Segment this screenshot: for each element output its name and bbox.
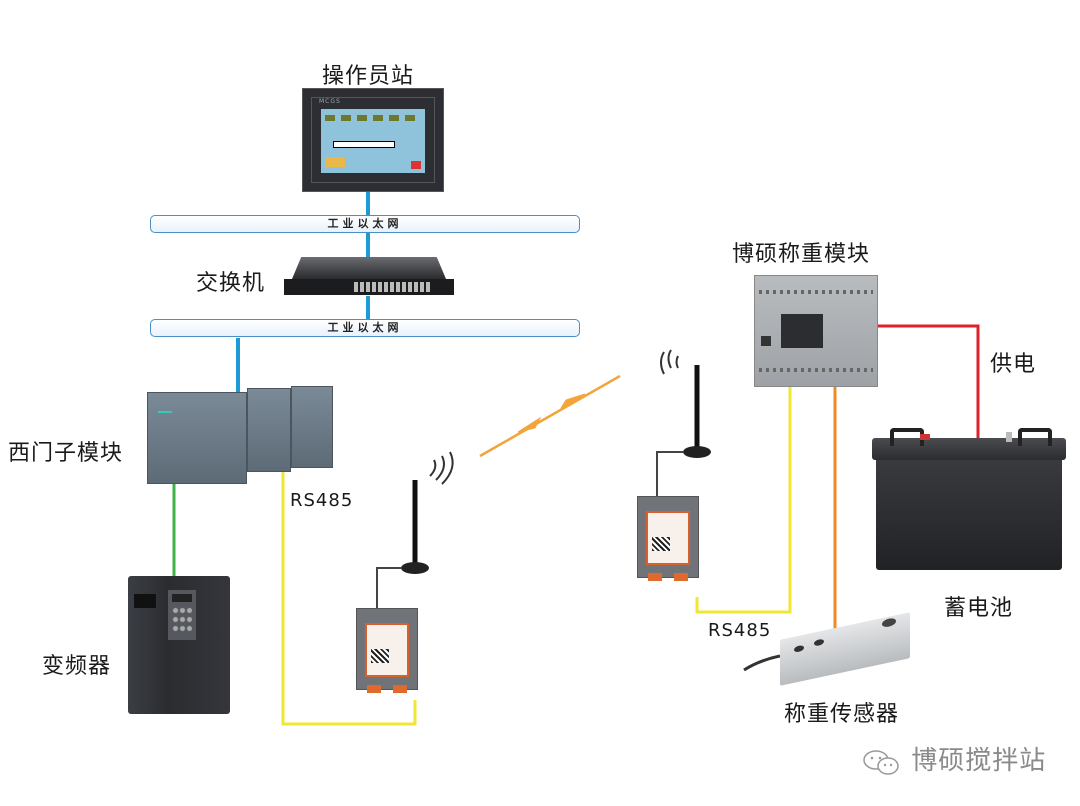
switch-label: 交换机: [196, 271, 266, 296]
terminal-block: [674, 573, 688, 581]
signal-icon-left: [429, 451, 454, 485]
battery-terminal-negative: [1006, 432, 1012, 442]
wireless-gateway-right[interactable]: [637, 496, 699, 581]
siemens-logo: [158, 411, 172, 413]
weighing-module-label: 博硕称重模块: [732, 242, 871, 267]
hmi-indicators: [325, 115, 421, 121]
antenna-base-left: [401, 562, 429, 574]
rs485-link-left: [281, 468, 417, 726]
ethernet-port-icon: [761, 336, 771, 346]
switch-top: [292, 257, 446, 279]
hmi-buttons: [325, 157, 345, 167]
battery-terminal-positive: [920, 434, 930, 440]
qr-code-icon: [371, 649, 389, 663]
frequency-inverter[interactable]: [128, 576, 230, 714]
antenna-cable-left: [376, 567, 402, 608]
wechat-icon: [863, 749, 899, 775]
industrial-ethernet-bus-top: 工业以太网: [150, 215, 580, 233]
siemens-expansion-module-1[interactable]: [247, 388, 291, 472]
switch-front: [284, 279, 454, 295]
vfd-label: 变频器: [42, 654, 112, 679]
hmi-screen: [321, 109, 425, 173]
vfd-display: [172, 594, 192, 602]
network-switch[interactable]: [284, 257, 454, 297]
antenna-base-right: [683, 446, 711, 458]
storage-battery[interactable]: [872, 428, 1066, 570]
battery-handle-right: [1018, 428, 1052, 446]
power-label: 供电: [990, 352, 1037, 377]
sensor-hole: [794, 644, 804, 653]
weighing-module-display: [781, 314, 823, 348]
hmi-brand: MCGS: [319, 98, 341, 105]
battery-label: 蓄电池: [944, 596, 1014, 621]
terminal-block: [393, 685, 407, 693]
vfd-vent: [134, 594, 156, 608]
siemens-module-label: 西门子模块: [8, 441, 124, 466]
power-link: [874, 324, 980, 448]
vfd-buttons: [172, 606, 192, 634]
qr-code-icon: [652, 537, 670, 551]
industrial-ethernet-bus-bottom: 工业以太网: [150, 319, 580, 337]
switch-ports: [354, 282, 432, 292]
weighing-module[interactable]: [754, 275, 878, 387]
antenna-cable-right: [656, 451, 684, 496]
sensor-hole: [814, 638, 824, 647]
vfd-keypad: [168, 590, 196, 640]
operator-station-label: 操作员站: [322, 64, 415, 89]
terminal-row-bottom: [759, 368, 873, 372]
sensor-hole: [882, 617, 896, 629]
terminal-block: [367, 685, 381, 693]
signal-icon-right: [660, 349, 679, 375]
watermark-text: 博硕搅拌站: [911, 746, 1047, 776]
hmi-bezel: [311, 97, 435, 183]
hmi-alarm: [411, 161, 421, 169]
operator-station-hmi[interactable]: MCGS: [302, 88, 444, 192]
wireless-gateway-left[interactable]: [356, 608, 418, 693]
hmi-progress: [333, 141, 395, 148]
terminal-block: [648, 573, 662, 581]
terminal-row-top: [759, 290, 873, 294]
siemens-cpu-module[interactable]: [147, 392, 247, 484]
load-cell-cable: [743, 654, 781, 672]
rs485-link-right: [695, 372, 792, 614]
battery-handle-left: [890, 428, 924, 446]
load-cell-label: 称重传感器: [784, 702, 900, 727]
siemens-expansion-module-2[interactable]: [291, 386, 333, 468]
watermark: 博硕搅拌站: [862, 740, 1046, 777]
rs485-label-right: RS485: [708, 620, 772, 641]
wireless-arrow: [479, 374, 621, 458]
rs485-label-left: RS485: [290, 490, 354, 511]
